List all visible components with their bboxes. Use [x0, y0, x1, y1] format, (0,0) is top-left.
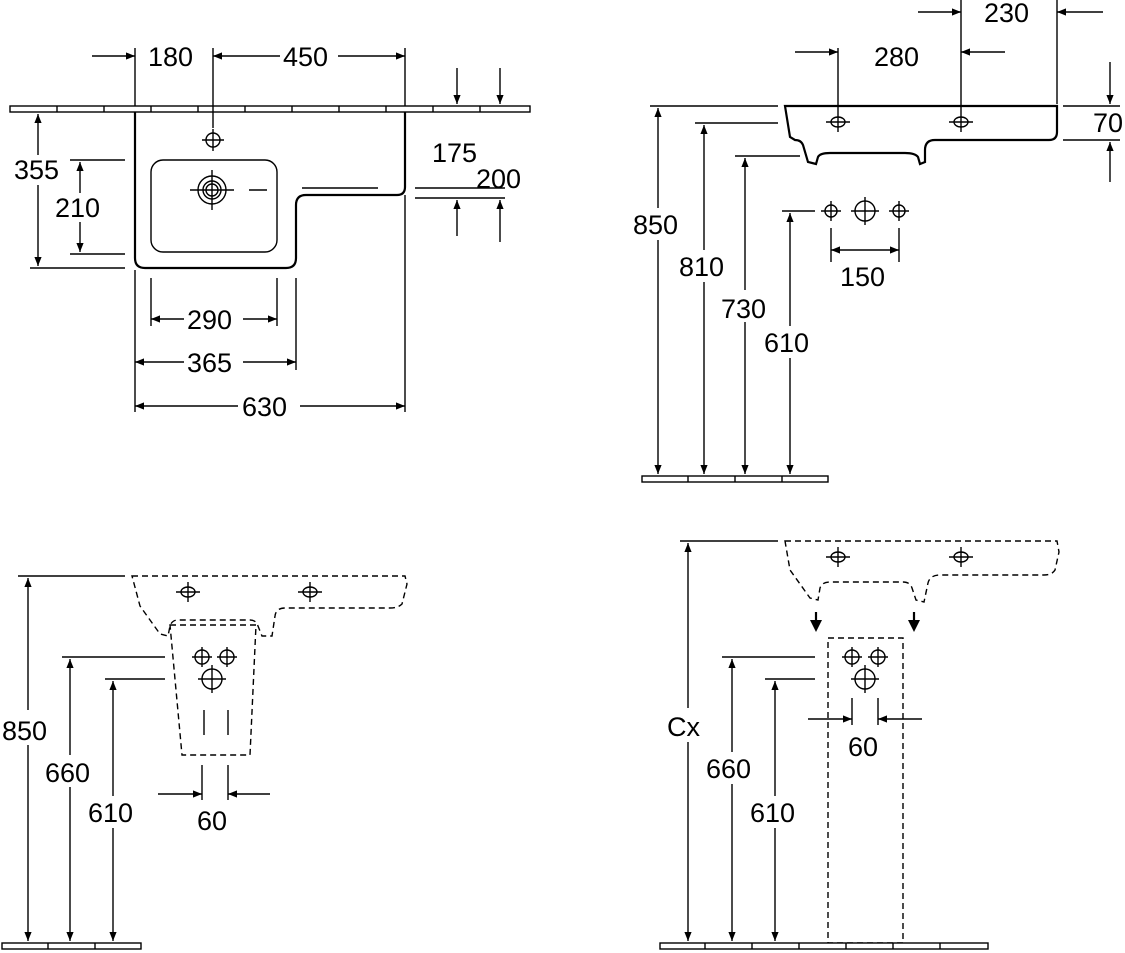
dim-230: 230	[984, 0, 1029, 28]
tap-hole-icon	[202, 129, 224, 151]
connection-holes-icon	[842, 647, 888, 693]
connection-holes-icon	[192, 647, 237, 693]
dim-150: 150	[840, 262, 885, 292]
pedestal-view: Cx 660 610 60	[659, 540, 1060, 950]
dim-60: 60	[848, 732, 878, 762]
overflow-hole-icon	[949, 547, 973, 567]
wall-strip	[9, 105, 531, 113]
dim-850: 850	[2, 716, 47, 746]
dim-450: 450	[283, 42, 328, 72]
bowl-outline	[150, 159, 278, 253]
floor-strip	[659, 942, 989, 950]
dim-730: 730	[721, 294, 766, 324]
basin-profile	[783, 104, 1059, 166]
dim-610: 610	[750, 798, 795, 828]
basin-dashed-outline	[131, 575, 408, 637]
dim-355: 355	[14, 155, 59, 185]
floor-strip	[1, 942, 142, 950]
side-elevation: 230 280 70 850 810 730 610 150	[633, 0, 1123, 483]
waste-connection-icon	[821, 197, 909, 225]
drain-icon	[190, 170, 267, 210]
tap-hole-icon	[176, 582, 200, 602]
dim-365: 365	[187, 348, 232, 378]
dim-610: 610	[88, 798, 133, 828]
tap-hole-icon	[826, 112, 850, 132]
dim-660: 660	[706, 754, 751, 784]
tap-hole-icon	[826, 547, 850, 567]
dim-cx: Cx	[667, 712, 700, 742]
dim-660: 660	[45, 758, 90, 788]
overflow-hole-icon	[298, 582, 322, 602]
dim-210: 210	[55, 193, 100, 223]
floor-strip	[641, 475, 829, 483]
plan-view: 180 450 355 210 175 200 290 365 630	[9, 42, 531, 422]
dim-850: 850	[633, 210, 678, 240]
dim-200: 200	[476, 164, 521, 194]
dim-175: 175	[432, 138, 477, 168]
semi-pedestal-view: 850 660 610 60	[1, 575, 408, 950]
basin-dashed-outline	[784, 540, 1060, 603]
arrow-down-icon	[908, 612, 920, 632]
dim-630: 630	[242, 392, 287, 422]
dim-280: 280	[874, 42, 919, 72]
overflow-hole-icon	[949, 112, 973, 132]
dim-180: 180	[148, 42, 193, 72]
dim-290: 290	[187, 305, 232, 335]
dim-810: 810	[679, 252, 724, 282]
dim-60: 60	[197, 806, 227, 836]
basin-outline	[133, 112, 407, 270]
arrow-down-icon	[810, 612, 822, 632]
dim-70: 70	[1093, 108, 1123, 138]
semi-pedestal-dashed-outline	[169, 624, 257, 756]
dim-610: 610	[764, 328, 809, 358]
